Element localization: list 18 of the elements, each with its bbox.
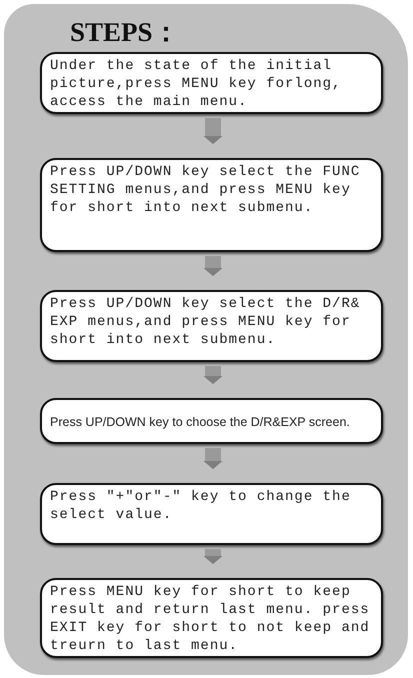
down-arrow <box>203 549 223 564</box>
step-text: Press UP/DOWN key select the D/R& EXP menus,and press MENU key for short into next submenu. <box>50 295 362 349</box>
step-text: Press ″+″or″-″ key to change the select value. <box>50 488 352 524</box>
step-box <box>40 290 383 362</box>
down-arrow <box>203 448 223 470</box>
step-text: Press UP/DOWN key select the FUNC SETTING menus,and press MENU key for short into next submenu. <box>50 163 362 217</box>
step-box <box>40 398 383 444</box>
down-arrow <box>203 256 223 276</box>
title: STEPS： <box>70 16 180 49</box>
step-box <box>40 483 383 545</box>
step-text: Press UP/DOWN key to choose the D/R&EXP screen. <box>50 414 351 431</box>
step-text: Press MENU key for short to keep result and return last menu. press EXIT key for short to not keep and treurn to last menu. <box>50 583 371 655</box>
down-arrow <box>203 118 223 144</box>
step-box <box>40 578 383 658</box>
step-box <box>40 52 383 114</box>
step-text: Under the state of the initial picture,press MENU key forlong, access the main menu. <box>50 57 342 111</box>
step-box <box>40 158 383 252</box>
down-arrow <box>203 366 223 384</box>
